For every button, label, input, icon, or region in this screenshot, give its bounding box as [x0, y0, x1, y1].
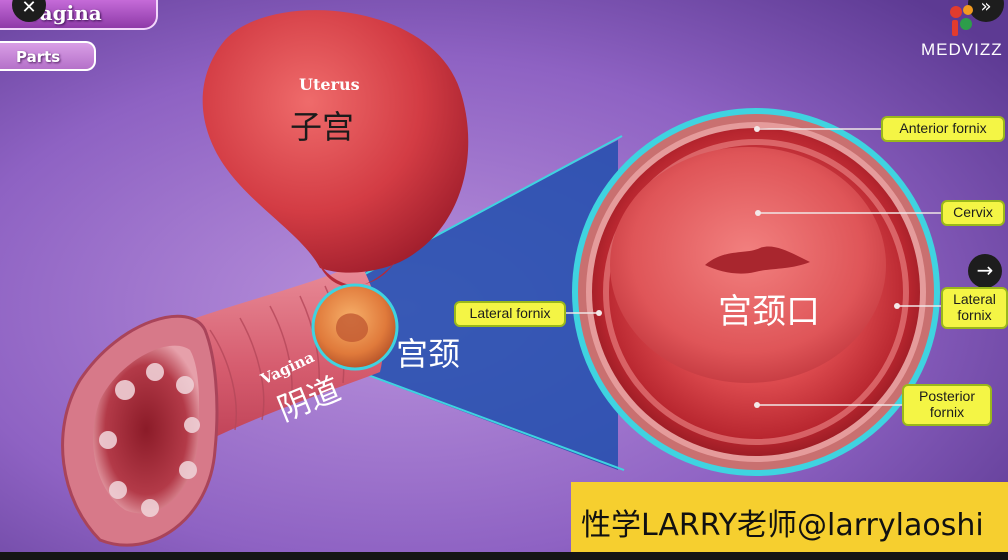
lateral-fornix-right-line1: Lateral	[953, 291, 996, 307]
cervix-label: Cervix	[953, 204, 993, 220]
cervix-label-box: Cervix	[941, 200, 1005, 226]
cervical-os-cn-label: 宫颈口	[718, 292, 820, 332]
uterus-cn-label: 子宫	[290, 108, 355, 146]
cervix-cn-label: 宫颈	[396, 335, 461, 373]
double-chevron-right-icon: »	[980, 0, 992, 17]
medvizz-logo-text: MEDVIZZ	[921, 40, 1003, 59]
lateral-fornix-right-line2: fornix	[957, 307, 992, 323]
lateral-fornix-left-label-box: Lateral fornix	[454, 301, 566, 327]
lateral-fornix-right-label-box: Lateral fornix	[941, 287, 1008, 329]
uterus-en-label: Uterus	[299, 75, 360, 94]
medvizz-logo-icon	[950, 5, 973, 36]
posterior-fornix-line2: fornix	[929, 404, 965, 420]
next-button[interactable]: →	[968, 254, 1002, 288]
anterior-fornix-label-box: Anterior fornix	[881, 116, 1005, 142]
posterior-fornix-label-box: Posterior fornix	[902, 384, 992, 426]
parts-button[interactable]: Parts	[0, 41, 96, 71]
uterus	[202, 10, 469, 273]
watermark-banner: 性学LARRY老师@larrylaoshi	[571, 482, 1008, 552]
watermark-text: 性学LARRY老师@larrylaoshi	[581, 508, 984, 543]
lateral-fornix-left-label: Lateral fornix	[469, 305, 551, 321]
forward-button[interactable]: »	[968, 0, 1004, 22]
parts-button-label: Parts	[16, 48, 61, 66]
close-button[interactable]: ✕	[12, 0, 46, 22]
player-bottom-bar	[0, 552, 1008, 560]
posterior-fornix-line1: Posterior	[918, 388, 976, 404]
arrow-right-icon: →	[976, 258, 994, 282]
close-icon: ✕	[21, 0, 37, 18]
anterior-fornix-label: Anterior fornix	[899, 120, 987, 136]
